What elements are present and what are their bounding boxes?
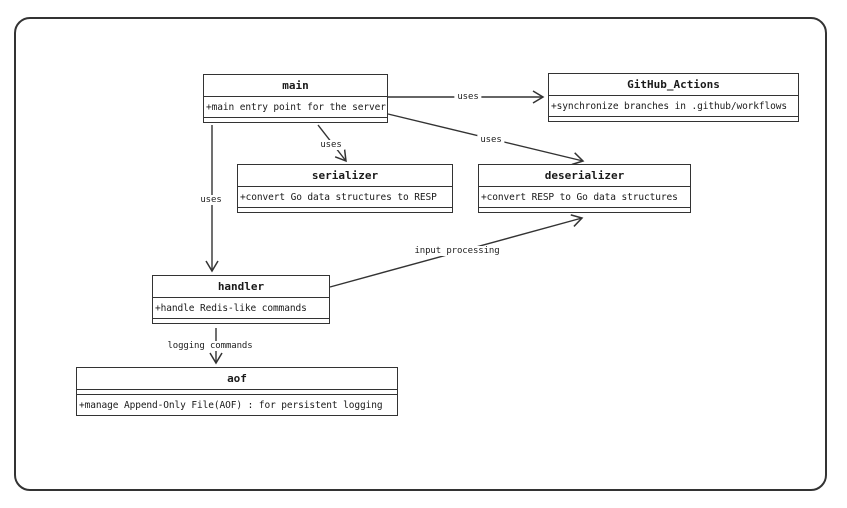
class-serializer-attribute: +convert Go data structures to RESP [238,186,452,207]
class-serializer-title: serializer [311,169,379,182]
class-aof-title: aof [227,372,247,385]
class-aof-method: +manage Append-Only File(AOF) : for pers… [77,394,397,415]
edge-label-handler-deserializer: input processing [411,246,503,256]
class-main-attribute: +main entry point for the server [204,96,387,117]
class-aof: aof +manage Append-Only File(AOF) : for … [76,367,398,416]
edge-label-main-handler: uses [197,195,225,205]
class-handler: handler +handle Redis-like commands [152,275,330,324]
edge-label-handler-aof: logging commands [164,341,256,351]
class-main: main +main entry point for the server [203,74,388,123]
class-github-actions-methods-empty [549,116,798,121]
outer-frame [14,17,827,491]
class-serializer: serializer +convert Go data structures t… [237,164,453,213]
class-serializer-methods-empty [238,207,452,212]
class-deserializer: deserializer +convert RESP to Go data st… [478,164,691,213]
edge-label-main-github-actions: uses [454,92,482,102]
class-handler-title: handler [217,280,265,293]
class-deserializer-title: deserializer [544,169,625,182]
class-deserializer-attribute: +convert RESP to Go data structures [479,186,690,207]
class-github-actions: GitHub_Actions +synchronize branches in … [548,73,799,122]
class-github-actions-title: GitHub_Actions [627,78,720,91]
edge-label-main-deserializer: uses [477,135,505,145]
class-main-methods-empty [204,117,387,122]
class-aof-attributes-empty [77,389,397,394]
class-handler-attribute: +handle Redis-like commands [153,297,329,318]
edge-label-main-serializer: uses [317,140,345,150]
class-handler-methods-empty [153,318,329,323]
class-github-actions-attribute: +synchronize branches in .github/workflo… [549,95,798,116]
class-deserializer-methods-empty [479,207,690,212]
class-main-title: main [282,79,309,92]
